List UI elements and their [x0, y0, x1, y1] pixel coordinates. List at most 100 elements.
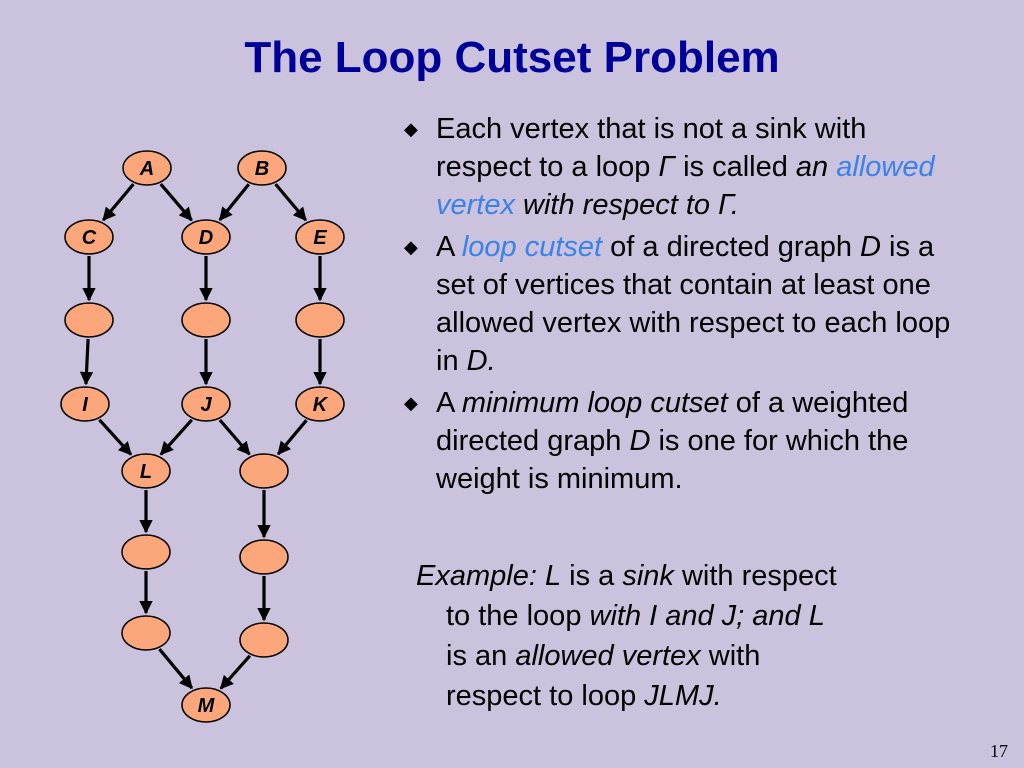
example-line: respect to loop JLMJ. [416, 676, 956, 716]
node-n2 [181, 302, 231, 338]
bullet-minimum-loop-cutset: ◆ A minimum loop cutset of a weighted di… [404, 384, 964, 498]
diamond-bullet-icon: ◆ [404, 119, 418, 139]
page-number: 17 [990, 741, 1008, 761]
edge-n8-M [219, 654, 252, 690]
node-n1 [64, 302, 114, 338]
slide-title: The Loop Cutset Problem [244, 33, 780, 82]
bullet-text: A loop cutset of a directed graph D is a… [436, 231, 950, 377]
text-segment: A [436, 387, 462, 419]
node-D: D [181, 219, 231, 255]
node-ellipse [181, 386, 231, 422]
node-I: I [60, 386, 110, 422]
node-C: C [64, 219, 114, 255]
node-K: K [295, 386, 345, 422]
text-segment: D [860, 231, 881, 263]
definition-list: ◆ Each vertex that is not a sink with re… [404, 110, 964, 502]
node-label: M [198, 695, 216, 717]
edge-J-n4 [218, 418, 251, 456]
text-segment: loop cutset [461, 231, 603, 263]
edge-K-n4 [276, 419, 308, 456]
text-segment: with respect [673, 560, 837, 592]
example-paragraph: Example: L is a sink with respect to the… [416, 556, 956, 716]
node-label: L [140, 461, 152, 483]
text-segment: JLMJ. [644, 680, 722, 712]
bullet-text: A minimum loop cutset of a weighted dire… [436, 387, 908, 495]
text-segment: minimum loop cutset [461, 387, 728, 419]
example-line: is an allowed vertex with [416, 636, 956, 676]
node-ellipse [122, 150, 172, 186]
diamond-bullet-icon: ◆ [404, 393, 418, 413]
text-segment: is called [683, 151, 796, 183]
text-segment: allowed vertex [436, 151, 935, 221]
node-ellipse [121, 534, 171, 570]
text-segment: Example: L [416, 560, 562, 592]
edge-A-C [101, 183, 135, 222]
directed-graph: A B C D E I J K L M [60, 150, 345, 723]
node-ellipse [295, 219, 345, 255]
node-ellipse [181, 219, 231, 255]
node-ellipse [64, 219, 114, 255]
node-M: M [181, 687, 231, 723]
text-segment: Each vertex that is not a sink with resp… [436, 113, 867, 183]
text-segment: of a directed graph [602, 231, 861, 263]
node-ellipse [121, 615, 171, 651]
node-L: L [121, 453, 171, 489]
node-n3 [295, 302, 345, 338]
text-segment: with [700, 640, 761, 672]
edge-J-L [159, 418, 194, 456]
node-label: J [200, 394, 212, 416]
node-n5 [121, 534, 171, 570]
node-label: D [199, 227, 213, 249]
node-ellipse [239, 622, 289, 658]
edge-B-E [274, 183, 308, 222]
node-ellipse [239, 453, 289, 489]
node-label: K [313, 394, 329, 416]
node-J: J [181, 386, 231, 422]
node-label: C [82, 227, 97, 249]
node-label: E [313, 227, 327, 249]
bullet-allowed-vertex: ◆ Each vertex that is not a sink with re… [404, 110, 964, 224]
node-ellipse [295, 386, 345, 422]
node-B: B [237, 150, 287, 186]
text-segment: an [795, 151, 837, 183]
node-ellipse [121, 453, 171, 489]
node-ellipse [237, 150, 287, 186]
node-ellipse [295, 302, 345, 338]
node-E: E [295, 219, 345, 255]
node-label: A [139, 158, 154, 180]
node-A: A [122, 150, 172, 186]
diamond-bullet-icon: ◆ [404, 237, 418, 257]
text-segment: Γ [658, 151, 684, 183]
edge-B-D [218, 183, 251, 221]
example-line: to the loop with I and J; and L [416, 596, 956, 636]
text-segment: is a [561, 560, 623, 592]
edge-I-L [98, 418, 133, 456]
edge-n1-I [79, 338, 94, 386]
text-segment: is a set of vertices that contain at lea… [436, 231, 951, 377]
node-label: I [82, 394, 88, 416]
node-ellipse [64, 302, 114, 338]
node-n4 [239, 453, 289, 489]
node-n6 [239, 539, 289, 575]
text-segment: D [629, 425, 651, 457]
node-ellipse [181, 302, 231, 338]
node-label: B [255, 158, 269, 180]
example-line: Example: L is a sink with respect [416, 556, 956, 596]
text-segment: is an [446, 640, 516, 672]
edge-A-D [159, 183, 193, 222]
text-segment: is one for which the weight is minimum. [436, 425, 909, 495]
node-ellipse [181, 687, 231, 723]
edge-n7-M [158, 648, 194, 690]
node-n7 [121, 615, 171, 651]
text-segment: respect to loop [446, 680, 645, 712]
node-ellipse [60, 386, 110, 422]
text-segment: of a weighted directed graph [436, 387, 909, 457]
text-segment: with I and J; and L [589, 600, 825, 632]
text-segment: with respect to Γ. [514, 189, 739, 221]
node-ellipse [239, 539, 289, 575]
bullet-loop-cutset: ◆ A loop cutset of a directed graph D is… [404, 228, 964, 380]
bullet-text: Each vertex that is not a sink with resp… [436, 113, 935, 221]
text-segment: allowed vertex [515, 640, 701, 672]
node-n8 [239, 622, 289, 658]
text-segment: sink [622, 560, 674, 592]
